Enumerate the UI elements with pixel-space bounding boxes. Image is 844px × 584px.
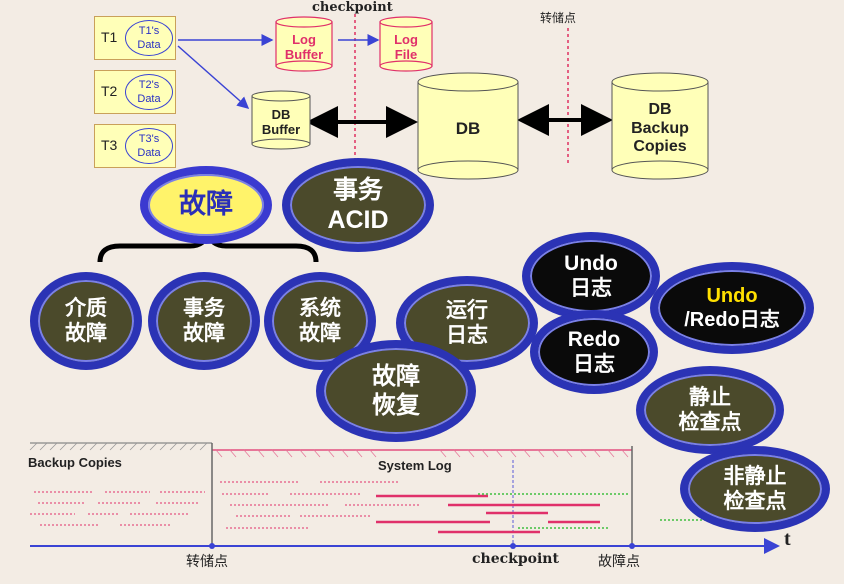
fault-point-axis-label: 故障点 bbox=[598, 554, 640, 570]
system-log-label: System Log bbox=[378, 458, 452, 473]
bubble-text-line2: 故障 bbox=[183, 321, 225, 345]
transaction-data-ellipse: T3's Data bbox=[125, 128, 173, 164]
log-buffer-label: Log Buffer bbox=[276, 28, 332, 68]
backup-hatch bbox=[29, 442, 208, 451]
bubble-static-checkpoint: 静止 检查点 bbox=[636, 366, 784, 454]
system-log-dotted-lines bbox=[220, 481, 420, 529]
transaction-id: T3 bbox=[101, 137, 118, 153]
db-backup-line2: Backup bbox=[631, 119, 689, 137]
dump-point-axis-label: 转储点 bbox=[186, 554, 228, 570]
db-label: DB bbox=[455, 119, 481, 139]
bubble-text-line2: 故障 bbox=[65, 321, 107, 345]
bubble-fault-text: 故障 bbox=[179, 188, 233, 220]
axis-tick-dump bbox=[209, 543, 215, 549]
log-file-line1: Log bbox=[394, 32, 418, 48]
db-backup-label: DB Backup Copies bbox=[612, 90, 708, 168]
bubble-text-line1: 静止 bbox=[689, 384, 731, 409]
data-word: Data bbox=[137, 93, 161, 105]
db-buffer-label: DB Buffer bbox=[252, 100, 310, 146]
bubble-text-line2: 故障 bbox=[299, 321, 341, 345]
bubble-nonstatic-checkpoint: 非静止 检查点 bbox=[680, 446, 830, 532]
data-owner: T2's bbox=[138, 79, 160, 91]
log-buffer-line2: Buffer bbox=[284, 47, 324, 62]
bubble-text-line1: Redo bbox=[567, 327, 621, 351]
transaction-box-t1: T1 T1's Data bbox=[94, 16, 176, 60]
t1-to-dbbuffer-arrow bbox=[177, 45, 250, 109]
data-word: Data bbox=[137, 147, 161, 159]
db-backup-line1: DB bbox=[648, 101, 672, 119]
bubble-undo-redo-log: Undo /Redo日志 bbox=[650, 262, 814, 354]
backup-copies-label: Backup Copies bbox=[28, 455, 122, 470]
db-buffer-line1: DB bbox=[271, 107, 291, 123]
bubble-text-line1: 运行 bbox=[446, 297, 488, 322]
transaction-id: T2 bbox=[101, 83, 118, 99]
log-file-line2: File bbox=[394, 47, 418, 62]
db-buffer-line2: Buffer bbox=[261, 122, 301, 137]
bubble-text-line1: 事务 bbox=[332, 175, 383, 204]
transaction-box-t3: T3 T3's Data bbox=[94, 124, 176, 168]
bubble-text-line1: 事务 bbox=[183, 295, 225, 320]
bubble-text-line2: 日志 bbox=[446, 323, 488, 347]
db-cylinder bbox=[417, 72, 519, 180]
log-buffer-cylinder bbox=[275, 16, 333, 72]
bubble-text-line2: 日志 bbox=[573, 352, 615, 376]
checkpoint-label: checkpoint bbox=[312, 0, 393, 15]
system-log-hatch bbox=[215, 449, 629, 458]
data-owner: T3's bbox=[138, 133, 160, 145]
bubble-fault: 故障 bbox=[140, 166, 272, 244]
bubble-transaction-acid: 事务 ACID bbox=[282, 158, 434, 252]
bubble-media-fault: 介质 故障 bbox=[30, 272, 142, 370]
bubble-text-line1: 非静止 bbox=[723, 463, 787, 488]
transaction-box-t2: T2 T2's Data bbox=[94, 70, 176, 114]
checkpoint-axis-label: checkpoint bbox=[472, 551, 559, 567]
bubble-text-line1: Undo bbox=[706, 285, 758, 307]
bubble-redo-log: Redo 日志 bbox=[530, 310, 658, 394]
bubble-text-line1: Undo bbox=[564, 251, 618, 275]
dump-point-label: 转储点 bbox=[540, 11, 577, 25]
bubble-text-line1: 介质 bbox=[65, 295, 107, 320]
transaction-data-ellipse: T1's Data bbox=[125, 20, 173, 56]
log-buffer-line1: Log bbox=[292, 32, 316, 48]
backup-dotted-lines bbox=[30, 491, 205, 526]
bubble-text-line2: 恢复 bbox=[372, 391, 420, 419]
bubble-text-line2: 日志 bbox=[570, 276, 612, 300]
bubble-text-line2: 检查点 bbox=[678, 410, 742, 434]
data-owner: T1's bbox=[138, 25, 160, 37]
bubble-text-line1: 系统 bbox=[299, 295, 341, 320]
axis-tick-checkpoint bbox=[510, 543, 516, 549]
transaction-id: T1 bbox=[101, 29, 118, 45]
db-backup-cylinder bbox=[611, 72, 709, 180]
bubble-text-line2: /Redo日志 bbox=[684, 309, 780, 331]
bubble-text-line1: 故障 bbox=[372, 362, 420, 391]
axis-tick-fault bbox=[629, 543, 635, 549]
system-log-solid-lines bbox=[376, 494, 600, 534]
bubble-text-line2: ACID bbox=[327, 206, 389, 234]
bubble-fault-recovery: 故障 恢复 bbox=[316, 340, 476, 442]
log-file-cylinder bbox=[379, 16, 433, 72]
log-file-label: Log File bbox=[380, 28, 432, 68]
bubble-transaction-fault: 事务 故障 bbox=[148, 272, 260, 370]
bubble-text-line2: 检查点 bbox=[723, 489, 787, 513]
db-backup-line3: Copies bbox=[633, 138, 687, 156]
transaction-data-ellipse: T2's Data bbox=[125, 74, 173, 110]
data-word: Data bbox=[137, 39, 161, 51]
axis-t-label: t bbox=[784, 528, 791, 550]
db-buffer-cylinder bbox=[251, 90, 311, 150]
